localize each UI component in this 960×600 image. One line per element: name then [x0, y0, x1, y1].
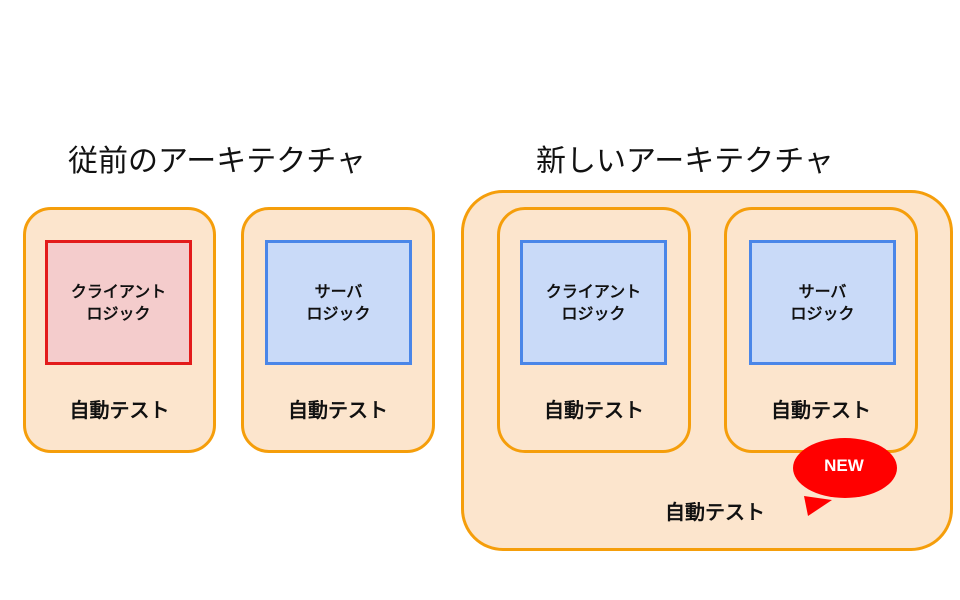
old-server-logic-line2: ロジック: [306, 303, 371, 323]
new-client-logic-line2: ロジック: [561, 303, 626, 323]
new-server-logic-box: サーバ ロジック: [749, 240, 896, 365]
new-badge: NEW: [824, 456, 864, 475]
old-client-logic-line2: ロジック: [86, 303, 151, 323]
new-client-test-label: 自動テスト: [544, 398, 644, 422]
old-server-logic-box: サーバ ロジック: [265, 240, 412, 365]
new-client-logic-line1: クライアント: [545, 281, 642, 301]
old-client-logic-line1: クライアント: [70, 281, 167, 301]
new-client-logic-box: クライアント ロジック: [520, 240, 667, 365]
old-server-logic-line1: サーバ: [314, 281, 363, 301]
old-client-test-label: 自動テスト: [69, 398, 170, 422]
old-client-logic-box: クライアント ロジック: [45, 240, 192, 365]
new-badge-bubble-icon: [793, 438, 897, 516]
new-server-logic-line2: ロジック: [790, 303, 855, 323]
old-architecture-title: 従前のアーキテクチャ: [68, 144, 366, 179]
old-server-test-label: 自動テスト: [288, 398, 388, 422]
new-architecture-title: 新しいアーキテクチャ: [536, 144, 834, 179]
new-server-logic-line1: サーバ: [798, 281, 847, 301]
new-server-test-label: 自動テスト: [771, 398, 871, 422]
new-outer-test-label: 自動テスト: [665, 500, 765, 524]
